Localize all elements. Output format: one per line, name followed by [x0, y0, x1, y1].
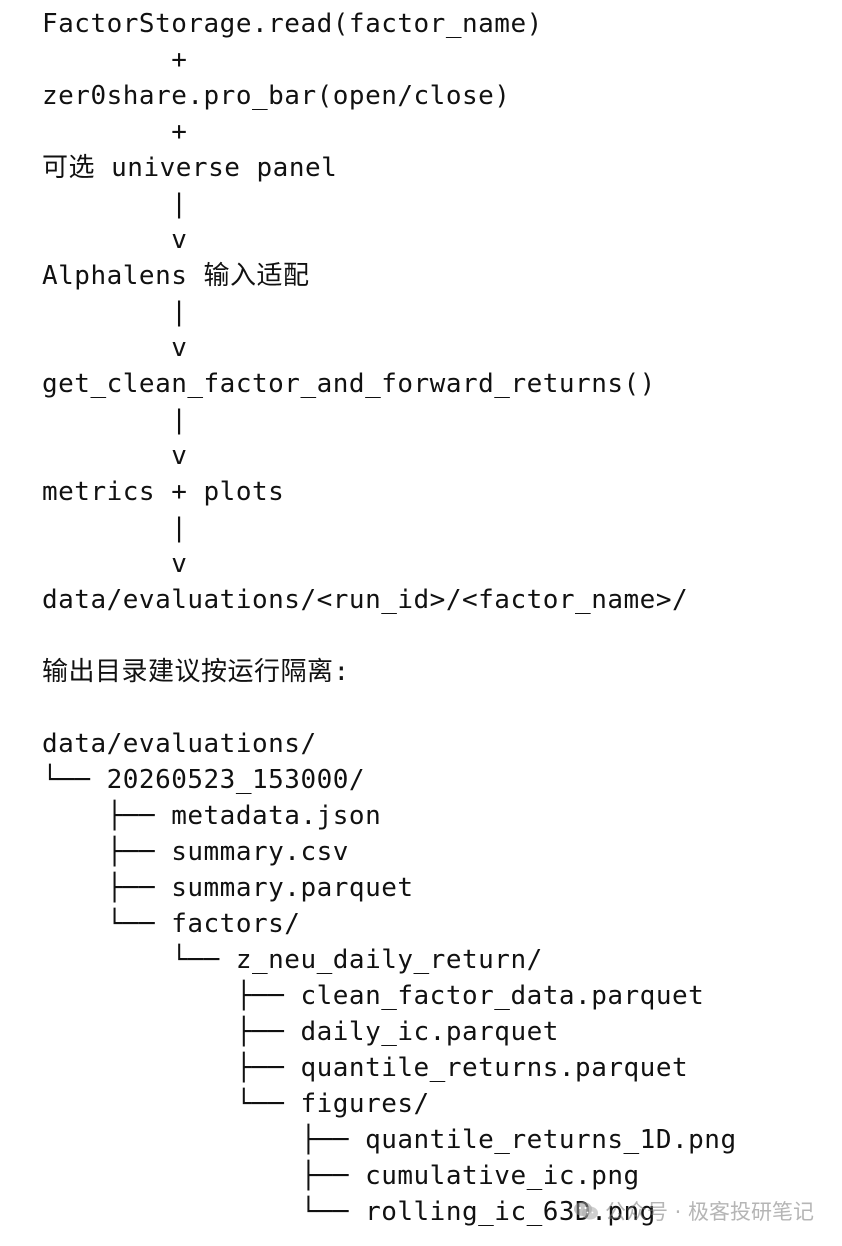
code-line: | — [42, 189, 188, 219]
tree-line: └── z_neu_daily_return/ — [42, 945, 543, 975]
code-line: + — [42, 45, 188, 75]
code-line: get_clean_factor_and_forward_returns() — [42, 369, 656, 399]
tree-line: data/evaluations/ — [42, 729, 317, 759]
code-line: v — [42, 225, 188, 255]
tree-line: ├── daily_ic.parquet — [42, 1017, 559, 1047]
code-line: | — [42, 297, 188, 327]
code-line: v — [42, 333, 188, 363]
code-line: v — [42, 441, 188, 471]
tree-line: ├── clean_factor_data.parquet — [42, 981, 705, 1011]
code-line: data/evaluations/<run_id>/<factor_name>/ — [42, 585, 689, 615]
tree-line: └── 20260523_153000/ — [42, 765, 366, 795]
code-line: FactorStorage.read(factor_name) — [42, 9, 543, 39]
code-line: Alphalens 输入适配 — [42, 261, 310, 291]
code-line: v — [42, 549, 188, 579]
tree-line: ├── metadata.json — [42, 801, 382, 831]
code-line: 可选 universe panel — [42, 153, 338, 183]
code-line: + — [42, 117, 188, 147]
tree-line: └── figures/ — [42, 1089, 430, 1119]
code-line: zer0share.pro_bar(open/close) — [42, 81, 511, 111]
tree-line: └── rolling_ic_63D.png — [42, 1197, 656, 1227]
blank-line — [42, 690, 842, 726]
code-line: metrics + plots — [42, 477, 285, 507]
tree-line: ├── quantile_returns_1D.png — [42, 1125, 737, 1155]
code-document: FactorStorage.read(factor_name) + zer0sh… — [42, 6, 842, 1230]
code-line: | — [42, 405, 188, 435]
code-line: | — [42, 513, 188, 543]
section-note: 输出目录建议按运行隔离: — [42, 657, 350, 687]
tree-line: ├── quantile_returns.parquet — [42, 1053, 689, 1083]
blank-line — [42, 618, 842, 654]
tree-line: ├── summary.csv — [42, 837, 349, 867]
tree-line: ├── summary.parquet — [42, 873, 414, 903]
tree-line: └── factors/ — [42, 909, 301, 939]
tree-line: ├── cumulative_ic.png — [42, 1161, 640, 1191]
